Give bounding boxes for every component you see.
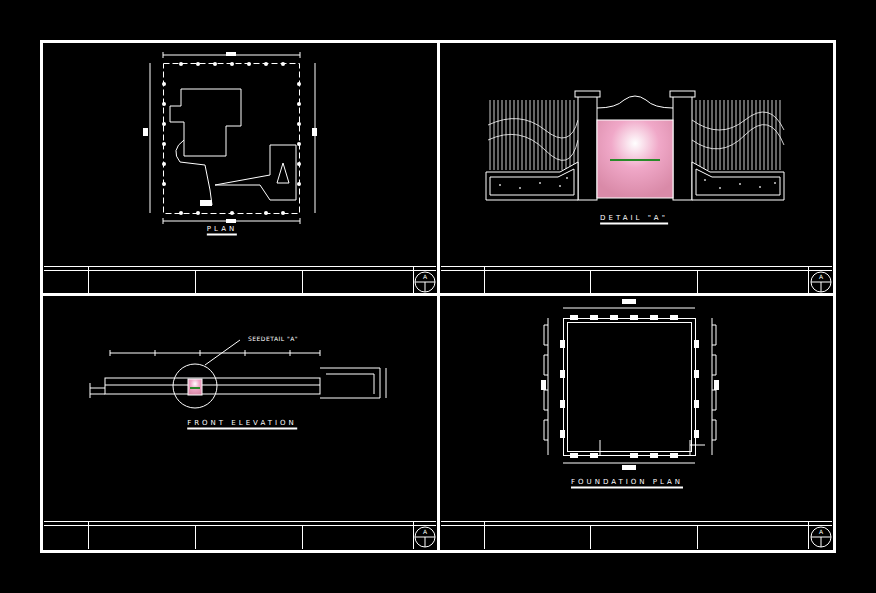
sheet-letter: A <box>819 528 823 535</box>
sheet-letter: A <box>423 528 427 535</box>
view-title: PLAN <box>207 225 237 236</box>
sheet-letter: A <box>423 273 427 280</box>
sheet-letter: A <box>819 273 823 280</box>
callout-note: SEEDETAIL "A" <box>248 335 298 342</box>
view-title: DETAIL "A" <box>600 214 668 225</box>
view-title: FRONT ELEVATION <box>187 419 297 430</box>
view-title: FOUNDATION PLAN <box>571 478 683 489</box>
